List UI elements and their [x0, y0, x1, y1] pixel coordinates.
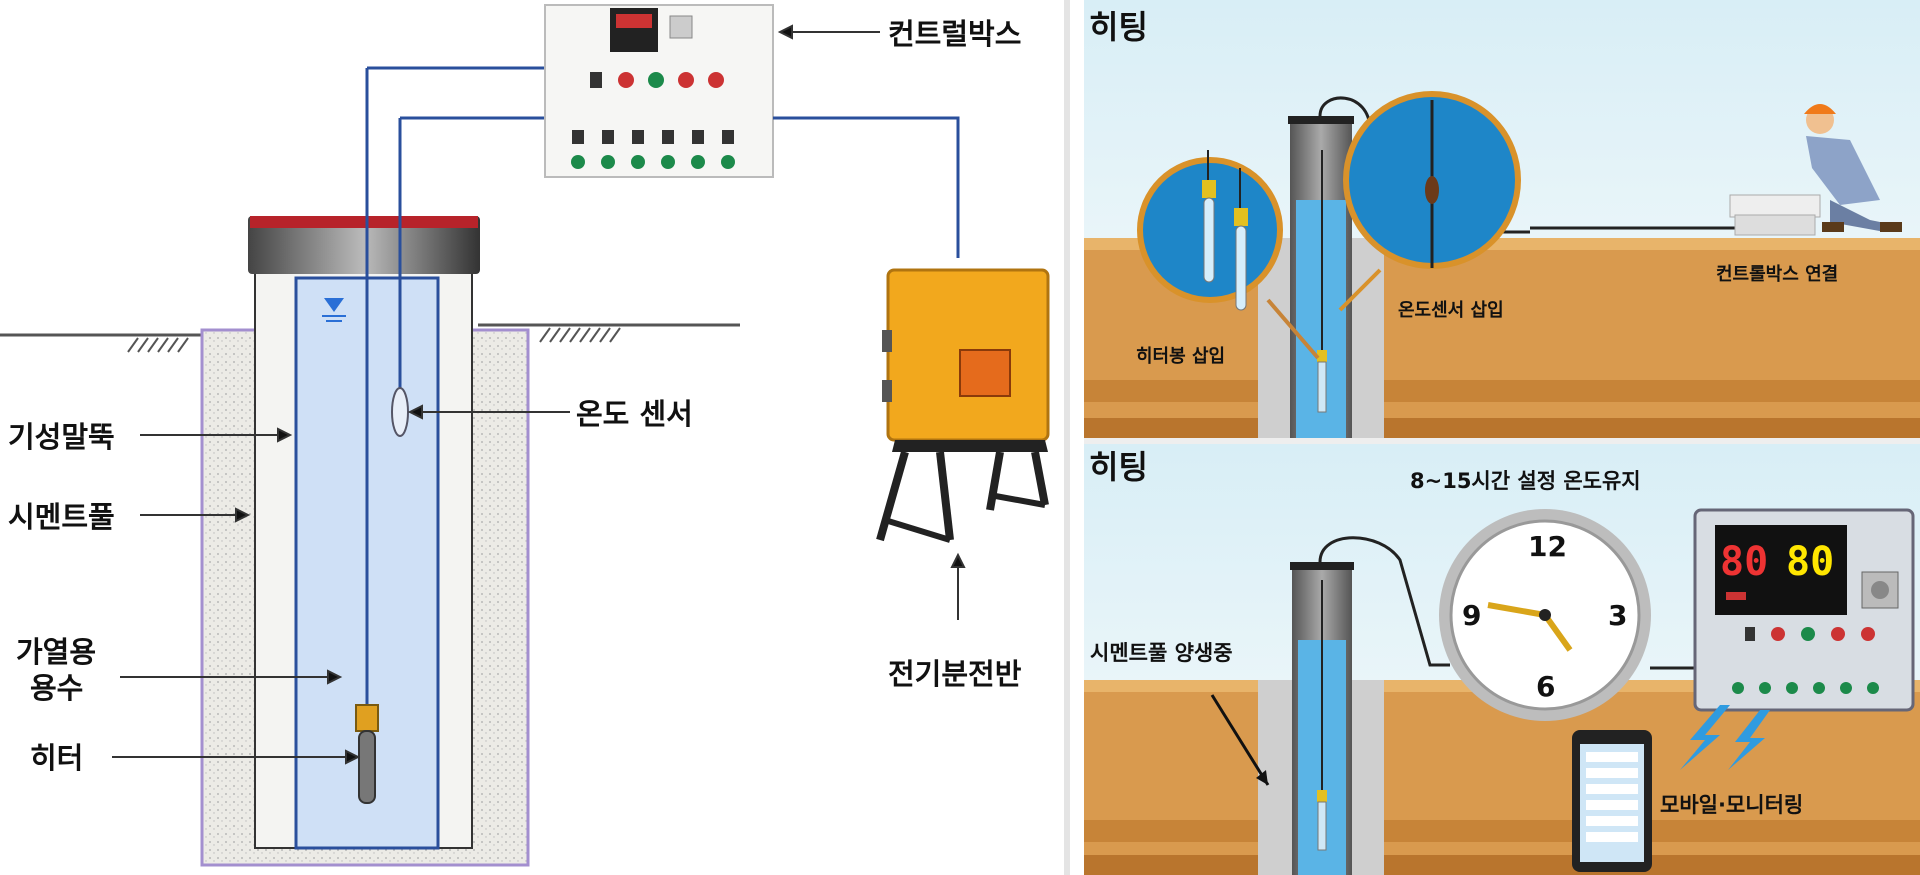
- pile-cap-top: [250, 216, 478, 228]
- panel-cable: [773, 116, 960, 258]
- label-cement-curing: 시멘트풀 양생중: [1090, 641, 1233, 665]
- label-temp-sensor-insert: 온도센서 삽입: [1398, 299, 1504, 321]
- right-bottom-illustration: 12 3 6 9 80 80: [1084, 444, 1920, 875]
- electric-panel: [876, 268, 1050, 543]
- pile-cap: [248, 216, 480, 274]
- label-heater-rod: 히터봉 삽입: [1136, 345, 1225, 367]
- title-heating-top: 히팅: [1089, 8, 1148, 46]
- label-control-box-connect: 컨트롤박스 연결: [1716, 264, 1838, 285]
- worker-illustration: [1729, 104, 1902, 236]
- water-level-icon: [324, 298, 344, 312]
- display-red: 80: [1720, 539, 1768, 585]
- heater-rod: [358, 730, 376, 804]
- label-mobile-monitoring: 모바일·모니터링: [1660, 793, 1803, 817]
- display-yellow: 80: [1786, 539, 1834, 585]
- label-temp-sensor: 온도 센서: [576, 397, 693, 431]
- label-electric-panel: 전기분전반: [888, 657, 1022, 691]
- mobile-phone-icon: [1572, 730, 1652, 872]
- svg-text:12: 12: [1528, 530, 1567, 563]
- heater-head: [355, 704, 379, 732]
- right-top-illustration: 히팅 히터봉 삽입 온도센서 삽입 컨트롤박스 연결: [1084, 0, 1920, 438]
- label-water-line1: 가열용: [16, 635, 96, 669]
- label-arrows: [112, 24, 966, 765]
- control-box: [544, 4, 774, 178]
- left-section-diagram: 컨트럴박스 온도 센서 기성말뚝 시멘트풀 가열용 용수 히터 전기분전반: [0, 4, 1050, 867]
- label-cement-pool: 시멘트풀: [8, 500, 115, 534]
- svg-text:3: 3: [1608, 599, 1627, 632]
- ground-hatch-right: [539, 327, 621, 343]
- ground-hatch-left: [127, 337, 189, 353]
- wireless-signal-icon: [1680, 705, 1730, 770]
- svg-text:9: 9: [1462, 599, 1481, 632]
- label-hold-temperature: 8~15시간 설정 온도유지: [1410, 469, 1641, 493]
- control-panel-display: 80 80: [1693, 508, 1915, 712]
- label-control-box: 컨트럴박스: [888, 17, 1021, 51]
- title-heating-bottom: 히팅: [1089, 448, 1148, 486]
- clock-icon: 12 3 6 9: [1439, 509, 1651, 721]
- temp-sensor-probe: [391, 387, 409, 437]
- label-water-line2: 용수: [30, 671, 83, 705]
- label-heater: 히터: [30, 741, 83, 775]
- label-pile: 기성말뚝: [8, 420, 115, 454]
- svg-text:6: 6: [1536, 670, 1555, 703]
- panel-divider: [1064, 0, 1070, 875]
